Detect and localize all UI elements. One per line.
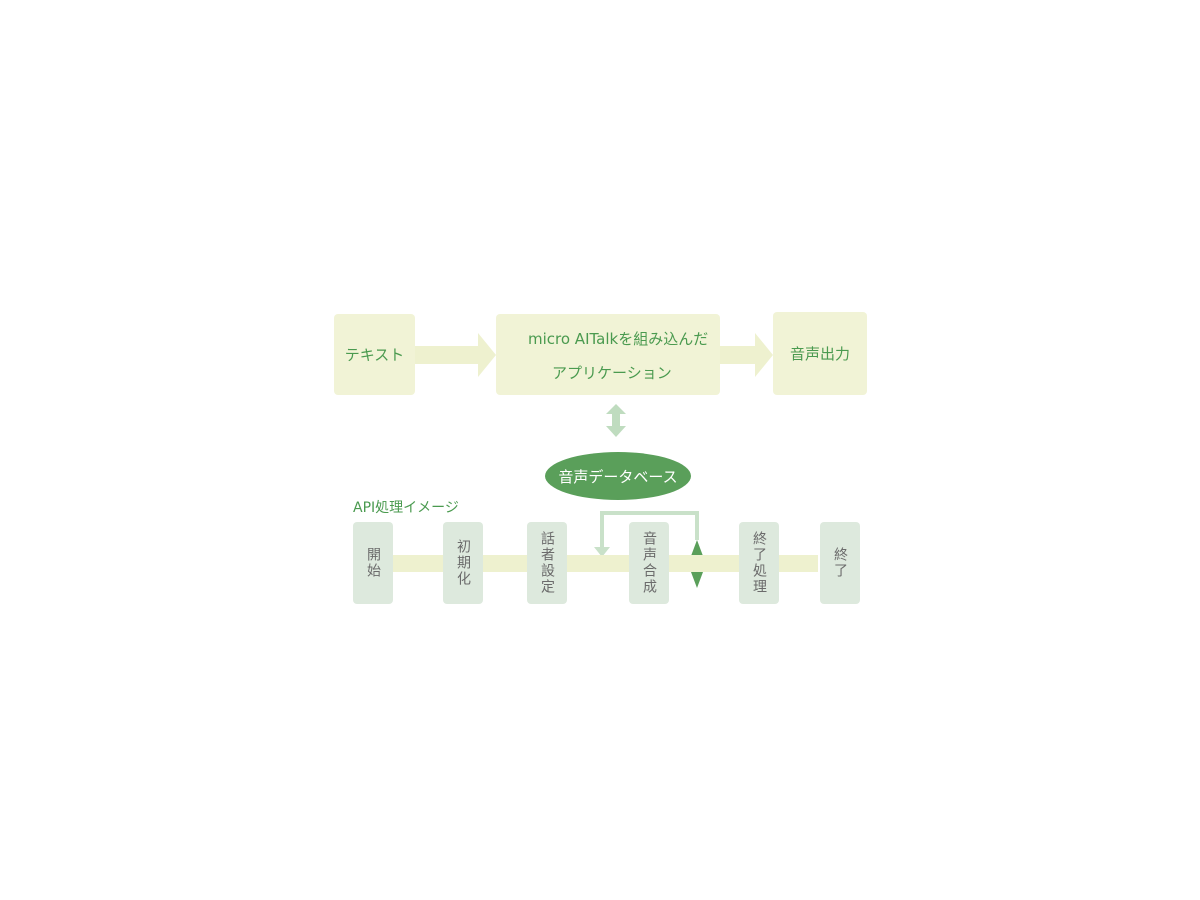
step-end: 終了 <box>820 522 860 604</box>
step-label: 音声合成 <box>641 531 657 595</box>
step-label: 終了処理 <box>751 531 767 595</box>
step-termination-process: 終了処理 <box>739 522 779 604</box>
step-initialize: 初期化 <box>443 522 483 604</box>
audio-output-box: 音声出力 <box>773 312 867 395</box>
step-label: 話者設定 <box>539 531 555 595</box>
api-section-title: API処理イメージ <box>353 500 459 516</box>
arrow-app-to-output <box>720 333 773 377</box>
application-box: micro AITalkを組み込んだ アプリケーション <box>496 314 720 395</box>
arrow-text-to-app <box>415 333 496 377</box>
application-label-line1: micro AITalkを組み込んだ <box>528 330 709 348</box>
process-lane <box>388 555 818 572</box>
step-label: 開始 <box>365 547 381 579</box>
text-input-box: テキスト <box>334 314 415 395</box>
step-speaker-setting: 話者設定 <box>527 522 567 604</box>
step-label: 初期化 <box>455 539 471 587</box>
bidirectional-arrow-icon <box>606 404 626 437</box>
step-speech-synthesis: 音声合成 <box>629 522 669 604</box>
step-label: 終了 <box>832 547 848 579</box>
voice-database: 音声データベース <box>545 452 691 500</box>
audio-output-label: 音声出力 <box>789 345 850 363</box>
application-label-line2: アプリケーション <box>552 364 672 382</box>
voice-database-label: 音声データベース <box>558 467 678 486</box>
text-input-label: テキスト <box>344 346 405 364</box>
step-start: 開始 <box>353 522 393 604</box>
